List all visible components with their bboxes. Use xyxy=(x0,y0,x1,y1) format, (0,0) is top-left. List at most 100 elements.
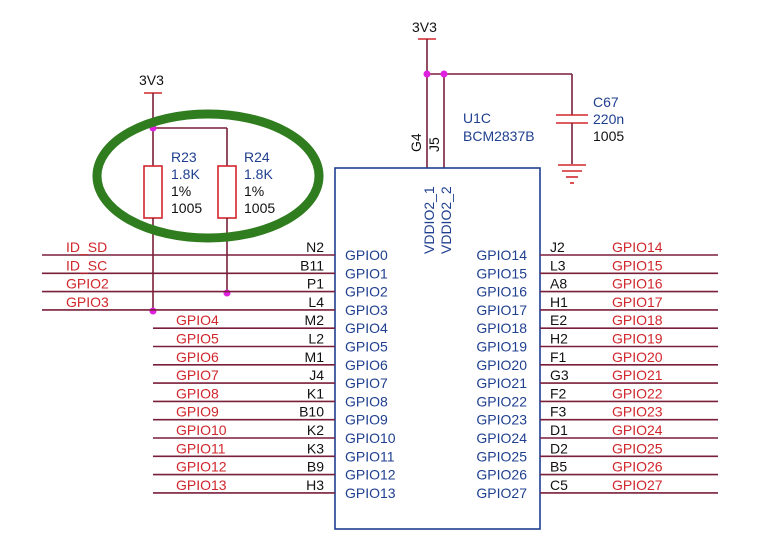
pin-name-left: GPIO0 xyxy=(345,247,388,263)
pad-left: B11 xyxy=(300,257,324,273)
junction-top-a xyxy=(423,70,431,78)
pad-right: L3 xyxy=(550,257,566,273)
net-label-right: GPIO25 xyxy=(612,440,663,456)
pin-name-right: GPIO25 xyxy=(476,448,527,464)
pin-name-right: GPIO21 xyxy=(476,375,527,391)
pin-name-left: GPIO7 xyxy=(345,375,388,391)
net-label-left: ID_SC xyxy=(66,257,107,273)
cap-ref: C67 xyxy=(593,94,619,110)
pad-right: D2 xyxy=(550,440,568,456)
pin-name-left: GPIO1 xyxy=(345,265,388,281)
junction-top-b xyxy=(440,70,448,78)
net-label-right: GPIO27 xyxy=(612,477,663,493)
pad-right: H2 xyxy=(550,331,568,347)
pad-right: E2 xyxy=(550,312,567,328)
net-label-left: GPIO12 xyxy=(176,459,227,475)
cap-value: 220n xyxy=(593,111,624,127)
pad-right: D1 xyxy=(550,422,568,438)
pad-right: C5 xyxy=(550,477,568,493)
pad-right: F1 xyxy=(550,349,567,365)
pin-name-right: GPIO15 xyxy=(476,265,527,281)
pin-name-left: GPIO9 xyxy=(345,412,388,428)
pin-name-right: GPIO18 xyxy=(476,320,527,336)
pad-right: J2 xyxy=(550,239,565,255)
net-label-right: GPIO14 xyxy=(612,239,663,255)
r24-ref: R24 xyxy=(244,149,270,165)
net-label-right: GPIO22 xyxy=(612,385,663,401)
junction-gpio2 xyxy=(223,289,231,297)
pin-name-left: GPIO6 xyxy=(345,357,388,373)
pad-left: N2 xyxy=(306,239,324,255)
pin-name-left: GPIO5 xyxy=(345,339,388,355)
net-label-right: GPIO23 xyxy=(612,404,663,420)
resistor-r23 xyxy=(143,165,163,219)
pad-right: F2 xyxy=(550,385,567,401)
net-label-left: GPIO7 xyxy=(176,367,219,383)
highlight-ring xyxy=(92,109,324,243)
pad-left: J4 xyxy=(309,367,324,383)
net-label-left: GPIO4 xyxy=(176,312,219,328)
pad-right: H1 xyxy=(550,294,568,310)
net-label-right: GPIO19 xyxy=(612,331,663,347)
pad-left: P1 xyxy=(307,276,324,292)
chip-ref: U1C xyxy=(463,110,491,126)
pad-left: H3 xyxy=(306,477,324,493)
pin-name-left: GPIO4 xyxy=(345,320,388,336)
pin-name-left: GPIO8 xyxy=(345,393,388,409)
pad-right: G3 xyxy=(550,367,569,383)
ground-icon xyxy=(558,164,586,184)
cap-pkg: 1005 xyxy=(593,128,624,144)
net-label-left: GPIO3 xyxy=(66,294,109,310)
net-label-left: ID_SD xyxy=(66,239,107,255)
pin-name-right: GPIO24 xyxy=(476,430,527,446)
r24-value: 1.8K xyxy=(244,166,273,182)
pad-left: B9 xyxy=(307,459,324,475)
pin-name-left: GPIO3 xyxy=(345,302,388,318)
pin-name-left: GPIO2 xyxy=(345,284,388,300)
pad-left: L2 xyxy=(308,331,324,347)
pad-right: A8 xyxy=(550,276,567,292)
pad-left: K3 xyxy=(307,440,324,456)
power-label-top: 3V3 xyxy=(412,19,437,35)
net-label-left: GPIO2 xyxy=(66,276,109,292)
pin-name-right: GPIO22 xyxy=(476,393,527,409)
net-label-left: GPIO5 xyxy=(176,331,219,347)
pin-vddio2-1: VDDIO2_1 xyxy=(421,186,437,254)
pad-left: K1 xyxy=(307,385,324,401)
pad-left: K2 xyxy=(307,422,324,438)
resistor-r24 xyxy=(217,165,237,219)
net-label-right: GPIO16 xyxy=(612,276,663,292)
net-label-right: GPIO24 xyxy=(612,422,663,438)
net-label-left: GPIO11 xyxy=(176,440,226,456)
chip-body xyxy=(334,167,541,530)
net-label-right: GPIO20 xyxy=(612,349,663,365)
r23-value: 1.8K xyxy=(171,166,200,182)
junction-gpio3 xyxy=(149,307,157,315)
chip-part: BCM2837B xyxy=(463,128,535,144)
r23-ref: R23 xyxy=(171,149,197,165)
net-label-left: GPIO13 xyxy=(176,477,227,493)
pad-left: M1 xyxy=(305,349,325,365)
pin-name-right: GPIO20 xyxy=(476,357,527,373)
pad-left: M2 xyxy=(305,312,325,328)
pad-g4: G4 xyxy=(408,133,424,152)
r24-pkg: 1005 xyxy=(244,200,275,216)
r24-tol: 1% xyxy=(244,183,264,199)
pin-name-left: GPIO13 xyxy=(345,485,396,501)
pad-left: B10 xyxy=(299,404,324,420)
pin-name-right: GPIO26 xyxy=(476,467,527,483)
pad-right: F3 xyxy=(550,404,567,420)
r23-pkg: 1005 xyxy=(171,200,202,216)
net-label-right: GPIO21 xyxy=(612,367,663,383)
pin-name-right: GPIO16 xyxy=(476,284,527,300)
net-label-left: GPIO10 xyxy=(176,422,227,438)
pin-name-right: GPIO19 xyxy=(476,339,527,355)
net-label-left: GPIO6 xyxy=(176,349,219,365)
pad-left: L4 xyxy=(308,294,324,310)
pin-name-left: GPIO12 xyxy=(345,467,396,483)
pad-right: B5 xyxy=(550,459,567,475)
net-label-left: GPIO8 xyxy=(176,385,219,401)
